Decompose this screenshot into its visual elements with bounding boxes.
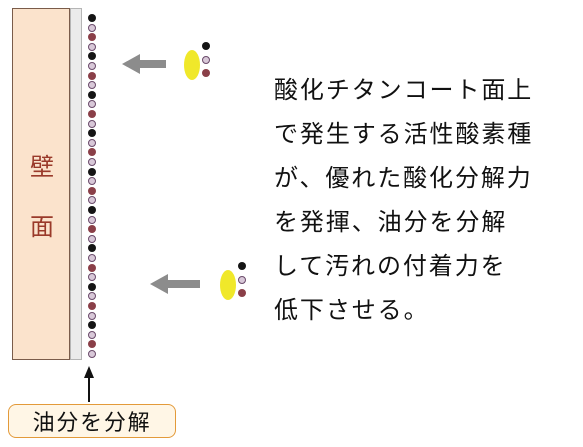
arrow-left-icon <box>150 274 200 294</box>
dot-grey <box>88 273 96 282</box>
dot-grey <box>88 177 96 186</box>
dot-black <box>88 167 96 176</box>
dot-black <box>88 206 96 214</box>
dot-grey <box>88 292 96 301</box>
dot-grey <box>88 119 96 128</box>
dot-brown <box>88 148 96 157</box>
arrow-left-icon <box>122 54 166 74</box>
dot-brown <box>88 71 96 80</box>
description-line: 低下させる。 <box>274 296 430 324</box>
oil-decomposition-label: 油分を分解 <box>8 404 176 438</box>
dot-grey <box>88 350 96 358</box>
description-line: 酸化チタンコート面上 <box>274 76 534 104</box>
wall-label-char-2: 面 <box>30 213 54 241</box>
dot-brown <box>88 186 96 195</box>
titanium-oxide-coating <box>70 8 82 360</box>
dot-grey <box>88 330 96 339</box>
description-line: して汚れの付着力を <box>274 252 507 280</box>
dot-grey <box>88 254 96 262</box>
dot-grey <box>88 215 96 224</box>
dot-brown <box>88 33 96 42</box>
molecule-icon <box>184 42 214 84</box>
dot-grey <box>88 234 96 243</box>
dot-brown <box>88 225 96 234</box>
wall: 壁 面 <box>12 8 70 360</box>
wall-label-char-1: 壁 <box>30 153 54 181</box>
dot-grey <box>88 158 96 166</box>
dot-brown <box>88 340 96 349</box>
dot-black <box>88 14 96 22</box>
description-line: で発生する活性酸素種 <box>274 120 534 148</box>
dot-black <box>88 282 96 291</box>
dot-grey <box>88 62 96 70</box>
dot-black <box>88 52 96 61</box>
dot-brown <box>88 302 96 310</box>
dot-brown <box>88 110 96 118</box>
dot-grey <box>88 81 96 90</box>
description-line: を発揮、油分を分解 <box>274 208 508 236</box>
dot-black <box>88 129 96 138</box>
dot-grey <box>88 23 96 32</box>
dot-grey <box>88 311 96 320</box>
molecule-icon <box>220 262 250 304</box>
dot-brown <box>88 263 96 272</box>
dot-grey <box>88 42 96 51</box>
dot-black <box>88 244 96 253</box>
dot-black <box>88 321 96 330</box>
dot-grey <box>88 138 96 147</box>
arrow-up-icon <box>84 366 94 402</box>
dot-grey <box>88 100 96 109</box>
dot-black <box>88 90 96 99</box>
dot-grey <box>88 196 96 205</box>
description-line: が、優れた酸化分解力 <box>274 164 533 192</box>
